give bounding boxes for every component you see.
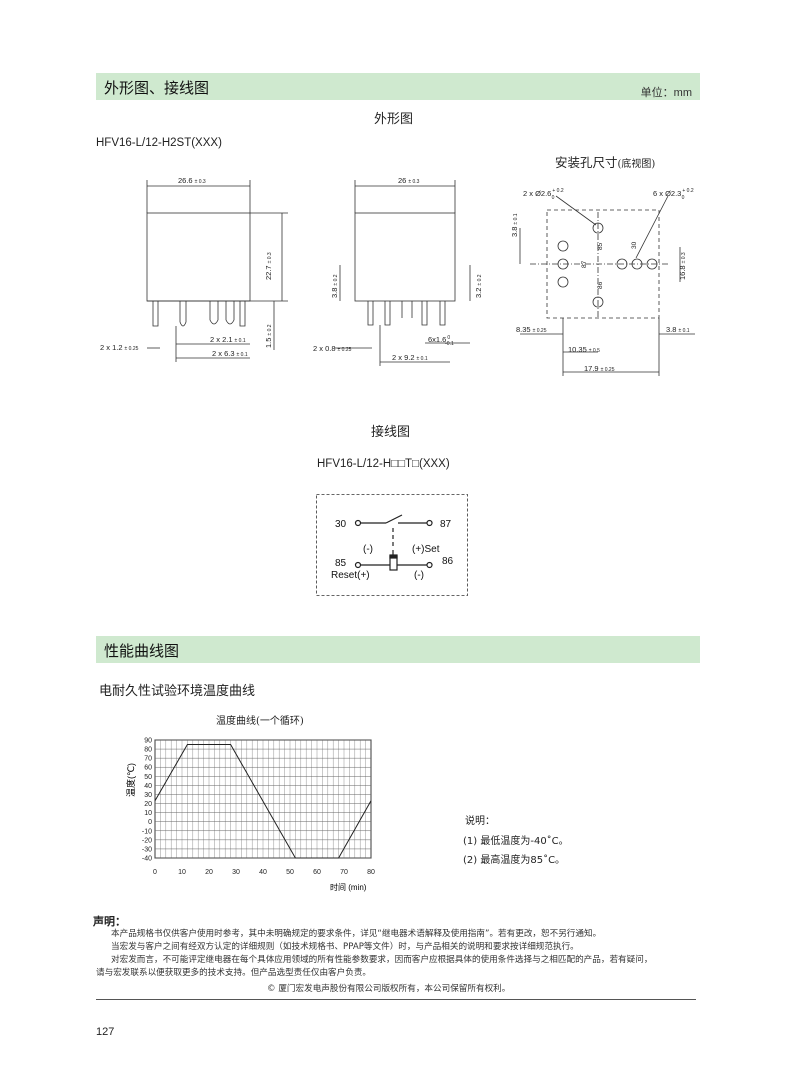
temperature-curve bbox=[154, 744, 372, 859]
mount-hole-title: 安装孔尺寸(底视图) bbox=[555, 152, 655, 171]
outline-heading: 外形图 bbox=[374, 112, 414, 127]
chart-xlabel: 时间 (min) bbox=[330, 882, 367, 892]
x-tick-label: 70 bbox=[340, 869, 348, 876]
relay-pins-front bbox=[367, 301, 446, 326]
chart-grid bbox=[154, 739, 372, 859]
y-tick-label: 30 bbox=[144, 792, 152, 799]
wiring-pin-87: 87 bbox=[440, 519, 452, 530]
wiring-pin-86: 86 bbox=[442, 556, 454, 567]
x-tick-label: 60 bbox=[313, 869, 321, 876]
y-tick-label: -30 bbox=[142, 846, 152, 853]
wiring-diagram: 30 87 (-) (+)Set 85 86 Reset(+) (-) bbox=[316, 494, 468, 596]
section-title: 性能曲线图 bbox=[104, 642, 180, 660]
y-tick-label: 50 bbox=[144, 774, 152, 781]
dim-pin5: 6x1.60-0.1 bbox=[428, 335, 454, 347]
wiring-pin-85: 85 bbox=[335, 558, 347, 569]
dim-pin-height: 1.5± 0.2 bbox=[264, 324, 273, 348]
wiring-reset: Reset(+) bbox=[331, 570, 370, 581]
x-tick-label: 20 bbox=[205, 869, 213, 876]
wiring-heading: 接线图 bbox=[371, 425, 411, 440]
copyright: © 厦门宏发电声股份有限公司版权所有，本公司保留所有权利。 bbox=[267, 984, 511, 994]
section-header-outline: 外形图、接线图 单位：mm bbox=[96, 73, 700, 100]
declaration-line-3: 对宏发而言，不可能评定继电器在每个具体应用领域的所有性能参数要求，因而客户应根据… bbox=[111, 955, 653, 965]
dim-pin1: 2 x 1.2± 0.25 bbox=[100, 343, 139, 352]
mount-subtitle: (底视图) bbox=[617, 159, 656, 170]
y-tick-label: 60 bbox=[144, 765, 152, 772]
dim-width-side: 26.6± 0.3 bbox=[178, 176, 206, 185]
dim-m2: 16.8± 0.3 bbox=[678, 252, 687, 280]
y-tick-label: 70 bbox=[144, 756, 152, 763]
pin-label-85: 85 bbox=[597, 242, 604, 250]
y-tick-label: -40 bbox=[142, 856, 152, 863]
y-tick-label: -10 bbox=[142, 828, 152, 835]
y-tick-label: 20 bbox=[144, 801, 152, 808]
y-tick-label: 80 bbox=[144, 747, 152, 754]
dim-m4: 3.8± 0.1 bbox=[666, 325, 690, 334]
relay-pins-side bbox=[152, 301, 246, 327]
chart-title: 温度曲线(一个循环) bbox=[216, 716, 304, 727]
unit-label: 单位：mm bbox=[640, 87, 692, 99]
dim-width-front: 26± 0.3 bbox=[398, 176, 420, 185]
outline-model: HFV16-L/12-H2ST(XXX) bbox=[96, 137, 222, 149]
x-tick-label: 40 bbox=[259, 869, 267, 876]
dim-m3: 8.35± 0.25 bbox=[516, 325, 547, 334]
hole-87-left bbox=[557, 240, 569, 252]
dim-m5: 10.35± 0.5 bbox=[568, 345, 600, 354]
x-tick-label: 50 bbox=[286, 869, 294, 876]
section-title: 外形图、接线图 bbox=[104, 79, 210, 97]
x-tick-label: 30 bbox=[232, 869, 240, 876]
note-2: (2) 最高温度为85˚C。 bbox=[463, 855, 566, 866]
dim-height-side: 22.7± 0.3 bbox=[264, 252, 273, 280]
dim-h3: 3.8± 0.2 bbox=[330, 274, 339, 298]
pin-label-86: 86 bbox=[597, 281, 604, 289]
hole-bottom-left bbox=[557, 276, 569, 288]
declaration-line-1: 本产品规格书仅供客户使用时参考，其中未明确规定的要求条件，详见“继电器术语解释及… bbox=[111, 929, 602, 939]
dim-pin6: 2 x 9.2± 0.1 bbox=[392, 353, 428, 362]
wiring-minus-top: (-) bbox=[363, 544, 373, 555]
declaration-line-2: 当宏发与客户之间有经双方认定的详细规则（如技术规格书、PPAP等文件）时，与产品… bbox=[111, 942, 579, 952]
x-tick-label: 80 bbox=[367, 869, 375, 876]
pin-label-87: 87 bbox=[581, 260, 588, 268]
dim-pin4: 2 x 0.8± 0.25 bbox=[313, 344, 352, 353]
dim-pin2: 2 x 2.1± 0.1 bbox=[210, 335, 246, 344]
x-tick-label: 10 bbox=[178, 869, 186, 876]
y-tick-label: 40 bbox=[144, 783, 152, 790]
dim-h4: 3.2± 0.2 bbox=[474, 274, 483, 298]
mount-title: 安装孔尺寸 bbox=[555, 155, 618, 170]
wiring-minus-bottom: (-) bbox=[414, 570, 424, 581]
x-tick-label: 0 bbox=[153, 869, 157, 876]
dim-m1: 3.8± 0.1 bbox=[510, 213, 519, 237]
y-tick-label: 90 bbox=[144, 738, 152, 745]
wiring-model: HFV16-L/12-H□□T□(XXX) bbox=[317, 458, 450, 470]
wiring-pin-30: 30 bbox=[335, 519, 347, 530]
dim-m6: 17.9± 0.25 bbox=[584, 364, 615, 373]
y-tick-label: 0 bbox=[148, 819, 152, 826]
relay-body-front bbox=[354, 212, 456, 302]
y-tick-label: -20 bbox=[142, 837, 152, 844]
footer-rule bbox=[96, 999, 696, 1000]
note-1: (1) 最低温度为-40˚C。 bbox=[463, 836, 569, 847]
page-number: 127 bbox=[96, 1026, 115, 1038]
section-header-curve: 性能曲线图 bbox=[96, 636, 700, 663]
chart-ylabel: 温度(℃) bbox=[125, 763, 136, 797]
outline-drawing: 26.6± 0.3 22.7± 0.3 1.5± 0.2 2 x 1.2± 0.… bbox=[100, 176, 695, 376]
note-title: 说明： bbox=[465, 816, 495, 827]
declaration-line-4: 请与宏发联系以便获取更多的技术支持。但产品选型责任仅由客户负责。 bbox=[96, 968, 372, 978]
curve-heading: 电耐久性试验环境温度曲线 bbox=[99, 684, 256, 699]
pin-label-30: 30 bbox=[631, 241, 638, 249]
wiring-plus-set: (+)Set bbox=[412, 544, 440, 555]
y-tick-label: 10 bbox=[144, 810, 152, 817]
dim-pin3: 2 x 6.3± 0.1 bbox=[212, 349, 248, 358]
declaration-title: 声明： bbox=[93, 915, 126, 928]
